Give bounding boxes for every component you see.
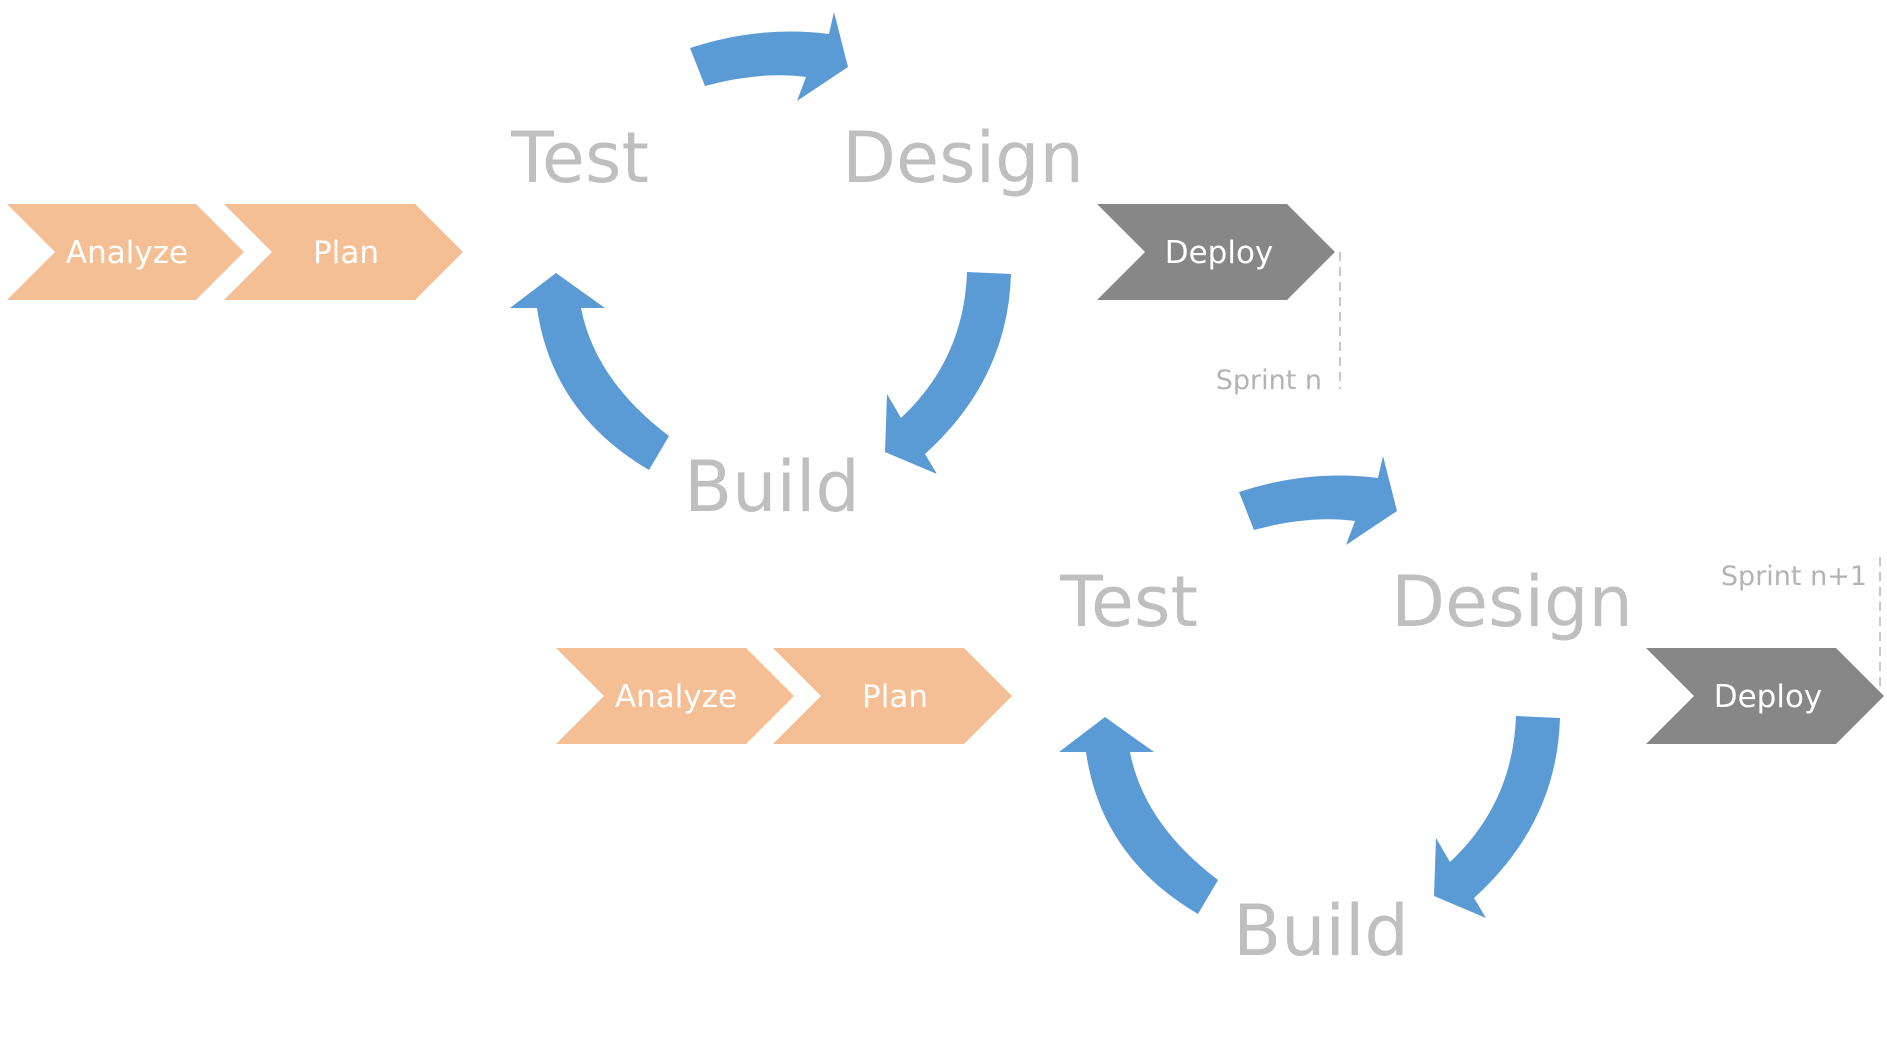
sprint-2-arrow-design-to-build xyxy=(1434,716,1560,918)
sprint-1-deploy-label: Deploy xyxy=(1165,235,1274,271)
sprint-2-group: Analyze Plan Test Design Build Deploy Sp… xyxy=(556,456,1884,972)
sprint-1-analyze-label: Analyze xyxy=(66,235,188,271)
sprint-1-plan-label: Plan xyxy=(313,235,379,271)
sprint-2-build-label: Build xyxy=(1233,890,1409,972)
sprint-2-arrow-test-to-design xyxy=(1239,456,1397,545)
sprint-2-test-label: Test xyxy=(1059,561,1198,643)
sprint-1-arrow-design-to-build xyxy=(885,272,1011,474)
sprint-1-arrow-test-to-design xyxy=(690,12,848,101)
sprint-1-group: Analyze Plan Test Design Build Deploy Sp… xyxy=(7,12,1341,528)
sprint-2-label: Sprint n+1 xyxy=(1721,561,1867,592)
sprint-1-design-label: Design xyxy=(842,117,1084,199)
sprint-2-plan-label: Plan xyxy=(862,679,928,715)
sprint-1-deploy-chevron: Deploy xyxy=(1097,204,1335,300)
sprint-2-design-label: Design xyxy=(1391,561,1633,643)
sprint-2-deploy-chevron: Deploy xyxy=(1646,648,1884,744)
sprint-1-label: Sprint n xyxy=(1216,365,1322,396)
sprint-2-analyze-label: Analyze xyxy=(615,679,737,715)
sprint-1-cycle-arrows xyxy=(510,12,1011,474)
sprint-1-analyze-chevron: Analyze xyxy=(7,204,244,300)
sprint-2-analyze-chevron: Analyze xyxy=(556,648,794,744)
sprint-1-build-label: Build xyxy=(684,446,860,528)
sprint-2-arrow-build-to-test xyxy=(1059,717,1218,914)
sprint-1-plan-chevron: Plan xyxy=(224,204,463,300)
sprint-1-arrow-build-to-test xyxy=(510,273,669,470)
sprint-1-test-label: Test xyxy=(510,117,649,199)
sprint-2-deploy-label: Deploy xyxy=(1714,679,1823,715)
sprint-2-plan-chevron: Plan xyxy=(773,648,1012,744)
sprint-2-cycle-arrows xyxy=(1059,456,1560,918)
